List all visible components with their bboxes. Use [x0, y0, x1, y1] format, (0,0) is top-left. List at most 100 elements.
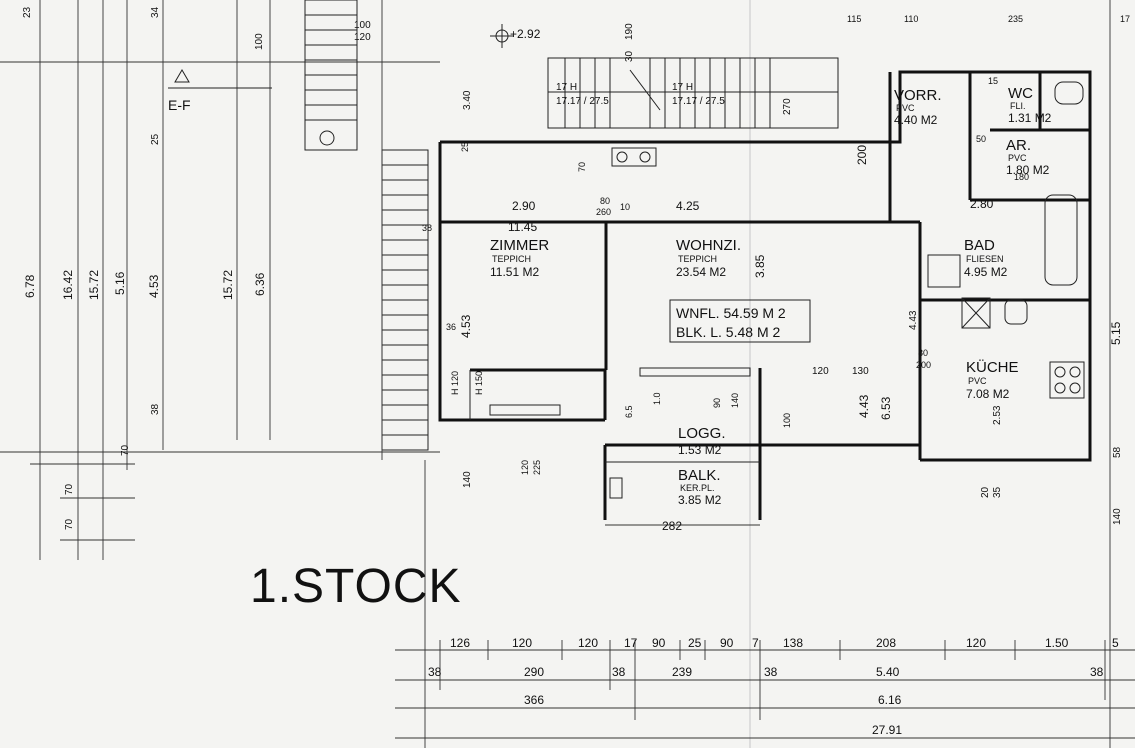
dimension-label: 6.36 [253, 272, 267, 296]
dimension-label: 70 [64, 518, 75, 530]
stair-hatching-left [304, 0, 429, 451]
room-area-kueche: 7.08 M2 [966, 387, 1010, 401]
room-name-zimmer: ZIMMER [490, 237, 549, 254]
dimension-label: 290 [524, 665, 544, 679]
section-marker-label: E-F [168, 97, 191, 113]
wc-icon [1054, 81, 1084, 105]
dimension-label: 6.78 [23, 274, 37, 298]
summary-box: WNFL. 54.59 M 2 BLK. L. 5.48 M 2 [669, 299, 811, 343]
dimension-label: 180 [1014, 172, 1029, 182]
dimension-label: 70 [64, 483, 75, 495]
dimension-label: 4.25 [676, 199, 700, 213]
dimension-label: 25 [460, 142, 470, 152]
dimension-label: 110 [904, 14, 918, 24]
room-area-ar: 1.80 M2 [1006, 163, 1050, 177]
dimension-label: 138 [783, 636, 803, 650]
dimension-label: 2.53 [992, 405, 1003, 425]
floor-title: 1.STOCK [250, 560, 462, 613]
room-area-bad: 4.95 M2 [964, 265, 1008, 279]
dimension-label: 20 [980, 486, 991, 498]
stair-labels: 17 H 17.17 / 27.5 17 H 17.17 / 27.5 [556, 82, 725, 107]
dimension-label: H 150 [474, 371, 484, 395]
fixtures [611, 81, 1085, 399]
dimension-label: 10 [620, 202, 630, 212]
dimension-label: 6.53 [879, 396, 893, 420]
toilet-icon [1004, 299, 1028, 325]
room-floor-vorr: PVC [896, 103, 915, 113]
washbasin-icon [927, 254, 961, 288]
shaft-icon [961, 297, 991, 329]
level-marker-label: +2.92 [510, 27, 541, 41]
room-name-wohnzi: WOHNZI. [676, 237, 741, 254]
dimension-label: 6.5 [624, 405, 634, 418]
dimension-label: 70 [120, 444, 131, 456]
top-dimension-labels: 100 120 190 30 3.40 270 115 110 235 17 1… [254, 14, 1130, 115]
dimension-label: 120 [578, 636, 598, 650]
dimension-label: 36 [446, 322, 456, 332]
dimension-label: 120 [354, 32, 371, 43]
dimension-label: 260 [596, 207, 611, 217]
room-floor-zimmer: TEPPICH [492, 254, 531, 264]
dimension-label: 120 [812, 366, 829, 377]
dimension-label: 5.15 [1109, 321, 1123, 345]
dimension-label: 120 [512, 636, 532, 650]
room-floor-ar: PVC [1008, 153, 1027, 163]
dimension-label: 38 [612, 665, 626, 679]
stair-label: 17.17 / 27.5 [556, 96, 609, 107]
room-name-ar: AR. [1006, 137, 1031, 154]
dimension-label: 140 [462, 471, 473, 488]
dimension-label: 38 [1090, 665, 1104, 679]
dimension-label: 120 [520, 460, 530, 475]
dimension-label: 7 [752, 636, 759, 650]
summary-wnfl: WNFL. 54.59 M 2 [676, 305, 786, 321]
dimension-label: 5 [1112, 636, 1119, 650]
room-name-bad: BAD [964, 237, 995, 254]
stair-label: 17 H [672, 82, 693, 93]
dimension-label: 239 [672, 665, 692, 679]
room-floor-wohnzi: TEPPICH [678, 254, 717, 264]
room-name-kueche: KÜCHE [966, 358, 1019, 376]
dimension-label: 38 [150, 403, 161, 415]
dimension-label: H 120 [450, 371, 460, 395]
dimension-label: 225 [532, 460, 542, 475]
dimension-label: 35 [992, 486, 1003, 498]
dimension-label: 4.53 [147, 274, 161, 298]
room-area-zimmer: 11.51 M2 [490, 265, 539, 279]
dimension-label: 5.16 [113, 271, 127, 295]
stair-label: 17 H [556, 82, 577, 93]
left-dimension-lines [0, 0, 440, 560]
dimension-label: 80 [918, 348, 928, 358]
dimension-label: 270 [782, 98, 793, 115]
dimension-label: 4.53 [459, 314, 473, 338]
interior-dimension-labels: 2.90 11.45 4.25 3.85 4.53 4.43 6.53 5.15… [422, 76, 1123, 533]
dimension-label: 140 [1112, 508, 1123, 525]
room-area-vorr: 4.40 M2 [894, 113, 938, 127]
dimension-label: 208 [876, 636, 896, 650]
dimension-label: 38 [422, 223, 432, 233]
stair-run-top [547, 57, 839, 129]
dimension-label: 140 [730, 393, 740, 408]
dimension-label: 4.43 [908, 310, 919, 330]
dimension-label: 80 [600, 196, 610, 206]
dimension-label: 282 [662, 519, 682, 533]
dimension-label: 190 [624, 23, 635, 40]
dimension-label: 6.16 [878, 693, 902, 707]
dimension-label: 38 [764, 665, 778, 679]
dimension-label: 366 [524, 693, 544, 707]
dimension-label: 1.50 [1045, 636, 1069, 650]
dimension-label: 2.90 [512, 199, 536, 213]
dimension-label: 3.85 [753, 254, 767, 278]
dimension-label: 100 [354, 20, 371, 31]
room-area-balk: 3.85 M2 [678, 493, 722, 507]
dimension-label: 3.40 [462, 90, 473, 110]
dimension-label: 90 [652, 636, 666, 650]
dimension-label: 200 [916, 360, 931, 370]
chimney-icon [611, 147, 657, 167]
dimension-label: 23 [22, 6, 33, 18]
bathtub-icon [1044, 194, 1078, 286]
dimension-label: 30 [624, 50, 635, 62]
dimension-label: 100 [782, 413, 792, 428]
dimension-label: 11.45 [508, 220, 537, 234]
dimension-label: 130 [852, 366, 869, 377]
